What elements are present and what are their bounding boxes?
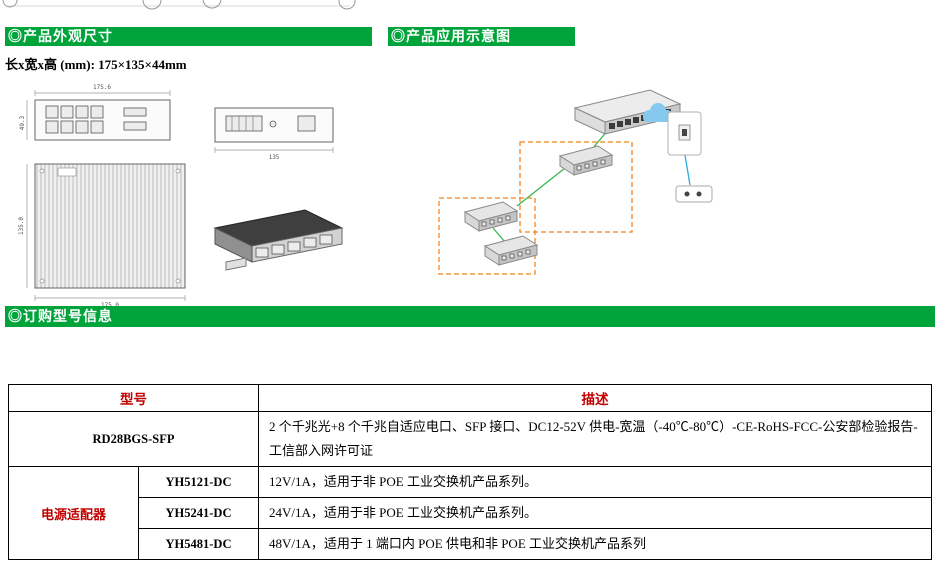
orange-group-box-1 bbox=[519, 141, 633, 233]
section-title-ordering: ◎订购型号信息 bbox=[8, 308, 113, 324]
sfp-slot-1 bbox=[123, 107, 147, 117]
link-switch-b-to-c bbox=[492, 227, 506, 243]
table-row: 电源适配器 YH5121-DC 12V/1A，适用于非 POE 工业交换机产品系… bbox=[8, 466, 932, 561]
bottom-width-label: 175.0 bbox=[101, 302, 119, 309]
mini-switch-a bbox=[558, 145, 614, 176]
application-diagram bbox=[438, 89, 713, 275]
page-edge-artifacts bbox=[2, 0, 356, 10]
power-adapter-device bbox=[675, 185, 713, 203]
front-height-label: 49.3 bbox=[19, 115, 26, 130]
wall-plate bbox=[667, 111, 702, 156]
section-title-appearance: ◎产品外观尺寸 bbox=[8, 28, 113, 44]
table-header-row: 型号 描述 bbox=[8, 384, 932, 412]
column-header-model: 型号 bbox=[8, 384, 259, 412]
section-header-application: ◎产品应用示意图 bbox=[388, 27, 575, 46]
front-view-drawing: 175.6 49.3 bbox=[19, 84, 171, 141]
model-cell: YH5481-DC bbox=[138, 528, 259, 561]
perspective-view-drawing bbox=[213, 209, 344, 271]
front-width-label: 175.6 bbox=[93, 84, 111, 91]
adapter-group-cell: 电源适配器 bbox=[8, 466, 139, 561]
section-title-application: ◎产品应用示意图 bbox=[391, 28, 511, 44]
section-header-ordering: ◎订购型号信息 bbox=[5, 306, 935, 327]
cloud-icon bbox=[643, 103, 673, 122]
description-cell: 12V/1A，适用于非 POE 工业交换机产品系列。 bbox=[258, 466, 932, 499]
link-panel-to-adapter bbox=[684, 154, 691, 186]
side-width-label: 135 bbox=[269, 154, 280, 161]
orange-group-box-2 bbox=[438, 197, 536, 275]
ordering-table: 型号 描述 RD28BGS-SFP 2 个千兆光+8 个千兆自适应电口、SFP … bbox=[8, 384, 932, 561]
din-rail-clip bbox=[225, 257, 247, 271]
model-cell: YH5121-DC bbox=[138, 466, 259, 499]
column-header-description: 描述 bbox=[258, 384, 932, 412]
link-switch-a-to-b bbox=[516, 167, 566, 207]
model-cell: RD28BGS-SFP bbox=[8, 410, 259, 468]
model-cell: YH5241-DC bbox=[138, 497, 259, 530]
table-row: YH5481-DC 48V/1A，适用于 1 端口内 POE 供电和非 POE … bbox=[9, 528, 932, 561]
bottom-view-drawing: 135.0 175.0 bbox=[18, 163, 186, 309]
dimensions-note: 长x宽x高 (mm): 175×135×44mm bbox=[5, 57, 187, 72]
appearance-drawings: 175.6 49.3 bbox=[18, 84, 344, 309]
mini-switch-c bbox=[483, 235, 539, 266]
sfp-slot-2 bbox=[123, 121, 147, 131]
side-view-drawing: 135 bbox=[214, 107, 334, 161]
mini-switch-b bbox=[463, 201, 519, 232]
section-header-appearance: ◎产品外观尺寸 bbox=[5, 27, 372, 46]
description-cell: 24V/1A，适用于非 POE 工业交换机产品系列。 bbox=[258, 497, 932, 530]
table-row: YH5241-DC 24V/1A，适用于非 POE 工业交换机产品系列。 bbox=[9, 497, 932, 530]
description-cell: 2 个千兆光+8 个千兆自适应电口、SFP 接口、DC12-52V 供电-宽温（… bbox=[258, 410, 932, 468]
description-cell: 48V/1A，适用于 1 端口内 POE 供电和非 POE 工业交换机产品系列 bbox=[258, 528, 932, 561]
bottom-height-label: 135.0 bbox=[18, 217, 25, 235]
table-row: RD28BGS-SFP 2 个千兆光+8 个千兆自适应电口、SFP 接口、DC1… bbox=[8, 410, 932, 468]
